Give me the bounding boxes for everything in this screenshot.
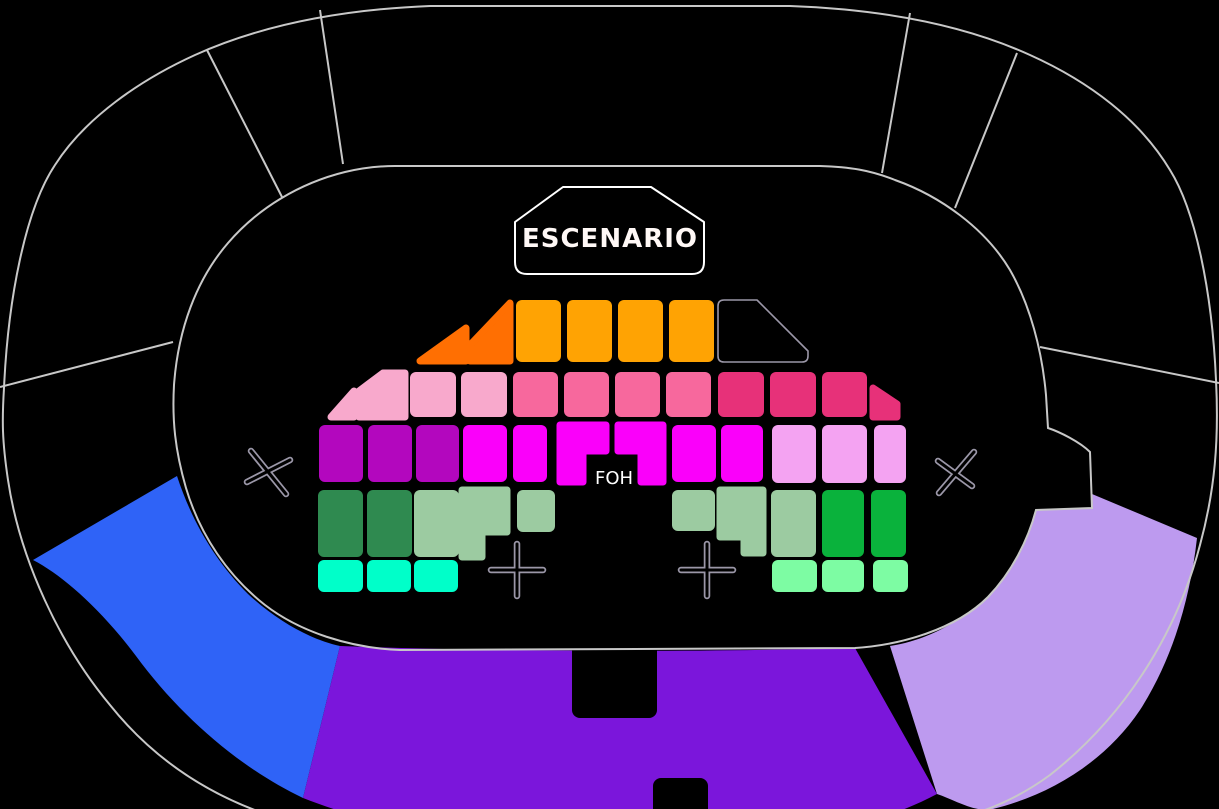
seat-block[interactable] [672,425,716,482]
ring-divider-line [319,9,344,165]
ring-divider-line [0,341,174,388]
ring-divider-line [206,49,283,198]
seat-block[interactable] [564,372,609,417]
seat-block[interactable] [416,324,470,365]
seat-block[interactable] [721,425,763,482]
seat-block[interactable] [513,372,558,417]
foh-label: FOH [595,468,633,489]
seat-block[interactable] [416,425,459,482]
stage: ESCENARIO [514,186,705,275]
seat-block[interactable] [873,560,908,592]
seat-block[interactable] [355,369,409,421]
seat-block[interactable] [772,425,816,483]
seat-block[interactable] [318,490,363,557]
seat-block[interactable] [367,560,411,592]
ring-section-lower-center[interactable] [303,646,937,809]
seat-block[interactable] [461,372,507,417]
outer-ring-sections [33,476,1197,809]
ring-section-lower-left[interactable] [33,476,340,798]
seat-block[interactable] [556,421,610,486]
seat-block[interactable] [666,372,711,417]
seat-block[interactable] [618,300,663,362]
seat-block[interactable] [414,560,458,592]
ring-section-lower-right[interactable] [890,494,1197,809]
field-seat-blocks [318,299,908,592]
seat-block[interactable] [716,486,767,557]
seat-block[interactable] [874,425,906,483]
stage-label: ESCENARIO [522,224,698,254]
seat-block[interactable] [672,490,715,531]
seat-block[interactable] [517,490,555,532]
ring-dividers [0,9,1219,388]
seat-block[interactable] [822,560,864,592]
seat-block[interactable] [614,421,667,486]
seat-block[interactable] [822,490,864,557]
seat-block[interactable] [458,486,511,561]
seat-block[interactable] [318,560,363,592]
cross-x-icon [934,448,978,497]
seat-block[interactable] [871,490,906,557]
seat-block[interactable] [718,372,764,417]
seat-block[interactable] [414,490,459,557]
seat-block[interactable] [822,425,867,483]
venue-outlines [1,5,1218,809]
ring-tunnel-cutout [572,638,657,718]
seat-block[interactable] [770,372,816,417]
ring-divider-line [881,12,911,174]
seat-block[interactable] [615,372,660,417]
ring-divider-line [1039,346,1219,384]
stage-outline [514,186,705,275]
seat-block[interactable] [463,425,507,482]
cross-x-icon [243,447,294,498]
outer-boundary [1,5,1218,809]
seat-block[interactable] [367,490,412,557]
seat-block[interactable] [368,425,412,482]
ring-tunnel-cutout [653,778,708,809]
seat-block[interactable] [567,300,612,362]
seat-block[interactable] [771,490,816,557]
seat-block[interactable] [717,299,809,363]
seat-block[interactable] [822,372,867,417]
seat-block[interactable] [410,372,456,417]
inner-bowl-boundary [172,165,1094,652]
ring-cutouts [572,638,708,809]
marker-symbols [243,447,978,600]
ring-divider-line [954,52,1018,209]
seat-block[interactable] [327,387,358,421]
seat-block[interactable] [772,560,817,592]
seat-block[interactable] [869,384,901,421]
seat-block[interactable] [516,300,561,362]
seat-block[interactable] [319,425,363,482]
seat-block[interactable] [669,300,714,362]
seat-block[interactable] [466,299,514,365]
plus-icon [677,540,737,600]
plus-icon [487,540,547,600]
seat-block[interactable] [513,425,547,482]
